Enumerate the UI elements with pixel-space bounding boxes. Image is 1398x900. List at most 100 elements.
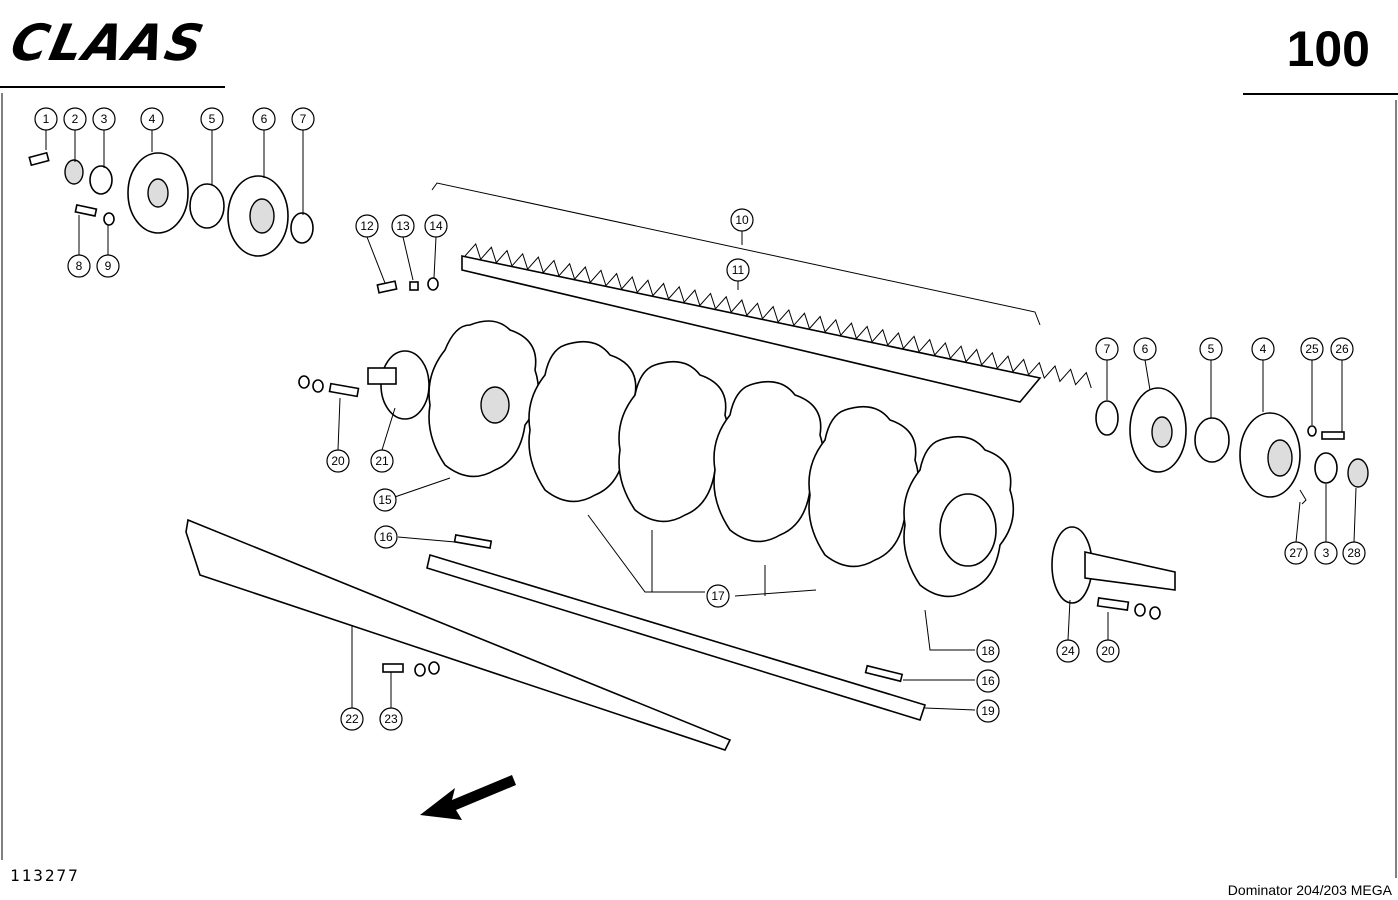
svg-text:13: 13 (396, 219, 410, 233)
svg-text:24: 24 (1061, 644, 1075, 658)
disc-17d (808, 405, 920, 568)
callout-7: 7 (291, 107, 315, 131)
model-name: Dominator 204/203 MEGA (1227, 882, 1392, 898)
callout-8: 8 (67, 254, 91, 278)
seal-3 (89, 165, 113, 195)
callout-16-right: 16 (976, 669, 1000, 693)
svg-text:11: 11 (732, 263, 745, 277)
bolt-20-left (328, 382, 360, 398)
header-rule-left (0, 86, 225, 88)
key-16-left (453, 533, 493, 549)
svg-text:2: 2 (72, 112, 79, 126)
bolt-23 (382, 663, 404, 673)
svg-text:5: 5 (1208, 342, 1215, 356)
left-bearing-assembly (28, 151, 314, 257)
left-drum-flange (298, 350, 430, 420)
page-number: 100 (1286, 21, 1370, 77)
svg-text:16: 16 (981, 674, 995, 688)
svg-text:19: 19 (981, 704, 995, 718)
callout-2: 2 (63, 107, 87, 131)
svg-text:16: 16 (379, 530, 393, 544)
callout-24: 24 (1056, 639, 1080, 663)
seal-3-right (1314, 452, 1338, 484)
svg-text:7: 7 (1104, 342, 1111, 356)
callout-26: 26 (1330, 337, 1354, 361)
callout-17: 17 (706, 584, 730, 608)
bolt-20-right (1096, 597, 1130, 611)
svg-text:4: 4 (1260, 342, 1267, 356)
washer-9 (103, 212, 115, 226)
knife-bar (376, 182, 1092, 403)
svg-text:7: 7 (300, 112, 307, 126)
svg-text:3: 3 (1323, 546, 1330, 560)
svg-text:9: 9 (105, 259, 112, 273)
callout-18: 18 (976, 639, 1000, 663)
bearing-5 (189, 183, 225, 229)
right-bearing-assembly (1095, 387, 1369, 505)
callout-22: 22 (340, 707, 364, 731)
bolt-12 (376, 280, 398, 294)
direction-arrow (420, 775, 516, 820)
bushing-2 (64, 159, 84, 185)
stub-shaft-24 (1051, 526, 1176, 620)
knife-bracket-10 (431, 182, 1041, 326)
callout-4: 4 (140, 107, 164, 131)
bushing-28 (1347, 458, 1369, 488)
disc-17b (618, 360, 730, 523)
callout-14: 14 (424, 214, 448, 238)
callout-20-left: 20 (326, 449, 350, 473)
svg-text:23: 23 (384, 712, 398, 726)
disc-17c (713, 380, 825, 543)
washer-14 (427, 277, 439, 291)
callout-12: 12 (355, 214, 379, 238)
svg-text:22: 22 (345, 712, 359, 726)
strip-22 (185, 518, 732, 751)
callout-10: 10 (730, 208, 754, 232)
svg-text:10: 10 (735, 213, 749, 227)
svg-text:1: 1 (43, 112, 50, 126)
callout-5-right: 5 (1199, 337, 1223, 361)
callout-25: 25 (1300, 337, 1324, 361)
svg-text:20: 20 (1101, 644, 1115, 658)
seal-7-right (1095, 400, 1119, 436)
header-rule-right (1243, 93, 1398, 95)
svg-text:8: 8 (76, 259, 83, 273)
callout-5: 5 (200, 107, 224, 131)
leader-lines (45, 130, 1357, 711)
nut-13 (409, 281, 419, 291)
pin-27 (1299, 489, 1307, 505)
svg-text:28: 28 (1347, 546, 1361, 560)
drum-discs (428, 320, 1015, 598)
svg-text:4: 4 (149, 112, 156, 126)
svg-text:6: 6 (1142, 342, 1149, 356)
callout-6: 6 (252, 107, 276, 131)
callout-23: 23 (379, 707, 403, 731)
svg-text:20: 20 (331, 454, 345, 468)
callout-20-right: 20 (1096, 639, 1120, 663)
callout-16-left: 16 (374, 525, 398, 549)
svg-text:5: 5 (209, 112, 216, 126)
key-16-right (864, 664, 904, 683)
callout-28: 28 (1342, 541, 1366, 565)
seal-7 (290, 212, 314, 244)
knife-section-11 (461, 255, 1042, 403)
callout-3: 3 (92, 107, 116, 131)
svg-text:18: 18 (981, 644, 995, 658)
svg-text:25: 25 (1305, 342, 1319, 356)
callout-13: 13 (391, 214, 415, 238)
shaft-19 (426, 553, 927, 721)
callout-4-right: 4 (1251, 337, 1275, 361)
bolt-1 (28, 151, 50, 167)
callout-27: 27 (1284, 541, 1308, 565)
callout-9: 9 (96, 254, 120, 278)
callout-6-right: 6 (1133, 337, 1157, 361)
bolt-26 (1321, 431, 1345, 440)
svg-text:3: 3 (101, 112, 108, 126)
washer-25 (1307, 425, 1317, 437)
drawing-number: 113277 (10, 866, 80, 885)
svg-text:12: 12 (360, 219, 374, 233)
callout-7-right: 7 (1095, 337, 1119, 361)
callout-15: 15 (373, 488, 397, 512)
svg-text:17: 17 (711, 589, 725, 603)
